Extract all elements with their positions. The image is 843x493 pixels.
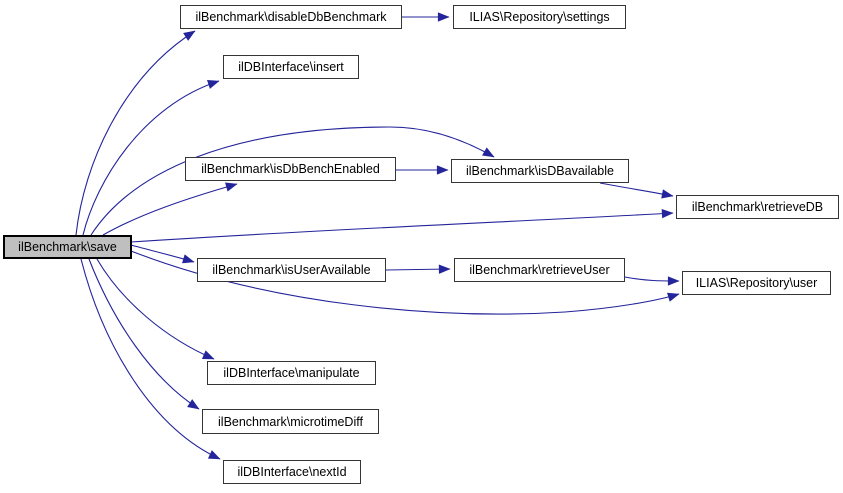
node-ildbinterface-insert[interactable]: ilDBInterface\insert xyxy=(223,55,359,79)
edge-save-to-microtimeDiff xyxy=(88,258,200,410)
node-ilbenchmark-isuseravailable[interactable]: ilBenchmark\isUserAvailable xyxy=(197,258,386,282)
edge-save-to-manipulate xyxy=(96,258,215,360)
node-ildbinterface-manipulate[interactable]: ilDBInterface\manipulate xyxy=(207,361,376,385)
node-label: ilBenchmark\retrieveDB xyxy=(691,200,824,214)
node-label: ilDBInterface\insert xyxy=(238,60,344,74)
node-ilbenchmark-disabledbbenchmark[interactable]: ilBenchmark\disableDbBenchmark xyxy=(180,5,402,29)
edge-isDBavailable-to-retrieveDB xyxy=(599,182,674,199)
node-ildbinterface-nextid[interactable]: ilDBInterface\nextId xyxy=(223,460,361,484)
edge-save-to-nextId xyxy=(80,258,221,460)
node-label: ILIAS\Repository\settings xyxy=(469,10,610,24)
edge-save-to-isDbBenchEnabled xyxy=(102,182,238,236)
node-ilias-repository-settings[interactable]: ILIAS\Repository\settings xyxy=(453,5,626,29)
edge-save-to-retrieveDB xyxy=(130,208,674,243)
edge-save-to-isUserAvailable xyxy=(130,244,195,264)
node-label: ILIAS\Repository\user xyxy=(695,276,818,290)
edge-retrieveUser-to-user xyxy=(624,276,680,286)
node-label: ilBenchmark\save xyxy=(18,240,117,254)
node-label: ilBenchmark\disableDbBenchmark xyxy=(195,10,387,24)
node-ilias-repository-user[interactable]: ILIAS\Repository\user xyxy=(682,271,831,295)
node-label: ilBenchmark\isUserAvailable xyxy=(212,263,371,277)
edge-save-to-user xyxy=(130,250,680,315)
node-label: ilBenchmark\retrieveUser xyxy=(469,263,610,277)
node-label: ilBenchmark\microtimeDiff xyxy=(218,414,363,429)
edge-save-to-disableDbBenchmark xyxy=(75,30,196,236)
edge-save-to-isDBavailable xyxy=(90,126,495,236)
node-ilbenchmark-microtimediff[interactable]: ilBenchmark\microtimeDiff xyxy=(202,409,379,434)
node-label: ilBenchmark\isDBavailable xyxy=(466,164,614,178)
node-label: ilBenchmark\isDbBenchEnabled xyxy=(201,162,380,176)
node-ilbenchmark-retrieveuser[interactable]: ilBenchmark\retrieveUser xyxy=(454,258,625,282)
node-ilbenchmark-isdbavailable[interactable]: ilBenchmark\isDBavailable xyxy=(451,159,629,183)
node-label: ilDBInterface\manipulate xyxy=(223,366,360,380)
node-ilbenchmark-save: ilBenchmark\save xyxy=(3,235,132,259)
node-ilbenchmark-retrievedb[interactable]: ilBenchmark\retrieveDB xyxy=(676,195,839,219)
edge-save-to-insert xyxy=(82,79,220,236)
node-ilbenchmark-isdbbenchenabled[interactable]: ilBenchmark\isDbBenchEnabled xyxy=(185,157,396,181)
edge-isUserAvailable-to-retrieveUser xyxy=(385,264,451,274)
node-label: ilDBInterface\nextId xyxy=(237,465,347,479)
